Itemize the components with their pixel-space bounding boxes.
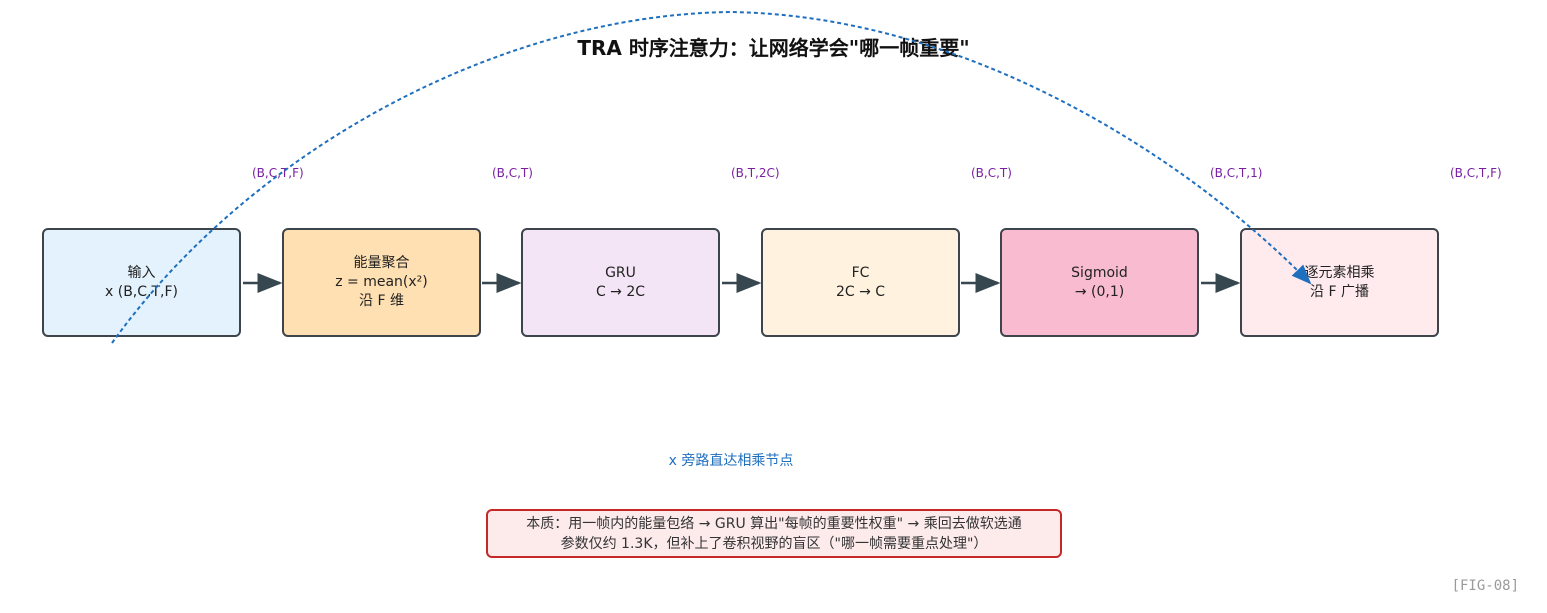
shape-label-input: (B,C,T,F) [252,166,304,180]
summary-box: 本质：用一帧内的能量包络 → GRU 算出"每帧的重要性权重" → 乘回去做软选… [486,509,1062,558]
node-sigmoid: Sigmoid → (0,1) [1000,228,1199,337]
shape-label-sigmoid: (B,C,T,1) [1210,166,1263,180]
node-fc-line1: FC [851,264,870,281]
bypass-label: x 旁路直达相乘节点 [668,453,794,469]
summary-line1: 本质：用一帧内的能量包络 → GRU 算出"每帧的重要性权重" → 乘回去做软选… [526,516,1022,532]
node-gru-line2: C → 2C [595,283,646,300]
node-energy-line3: 沿 F 维 [359,293,404,309]
shape-label-multiply: (B,C,T,F) [1450,166,1502,180]
figure-tag: [FIG-08] [1451,578,1519,594]
node-sigmoid-line2: → (0,1) [1074,283,1125,300]
summary-line2: 参数仅约 1.3K，但补上了卷积视野的盲区（"哪一帧需要重点处理"） [560,536,988,552]
shape-label-fc: (B,C,T) [971,166,1012,180]
shape-label-energy: (B,C,T) [492,166,533,180]
node-input-line1: 输入 [127,264,156,281]
node-energy-line1: 能量聚合 [353,255,410,271]
node-energy-aggregation: 能量聚合 z = mean(x²) 沿 F 维 [282,228,481,337]
shape-label-gru: (B,T,2C) [731,166,780,180]
node-fc-line2: 2C → C [835,283,886,300]
node-multiply-line1: 逐元素相乘 [1304,264,1375,281]
node-fc: FC 2C → C [761,228,960,337]
node-energy-line2: z = mean(x²) [335,274,428,290]
bypass-arc [111,10,1312,344]
node-gru: GRU C → 2C [521,228,720,337]
diagram-title: TRA 时序注意力：让网络学会"哪一帧重要" [577,36,970,60]
node-multiply-line2: 沿 F 广播 [1310,283,1369,300]
node-input-line2: x (B,C,T,F) [105,283,178,300]
node-input: 输入 x (B,C,T,F) [42,228,241,337]
node-sigmoid-line1: Sigmoid [1071,264,1128,281]
node-gru-line1: GRU [605,264,636,281]
node-elementwise-multiply: 逐元素相乘 沿 F 广播 [1240,228,1439,337]
